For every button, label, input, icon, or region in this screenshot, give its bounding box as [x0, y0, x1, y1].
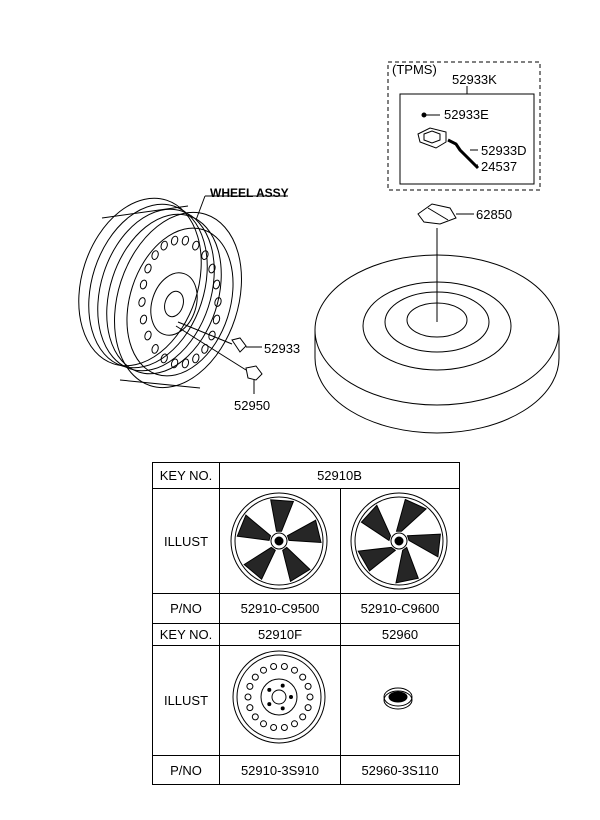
part-number-3s910: 52910-3S910 [240, 762, 320, 778]
steel-wheel-drawing [78, 197, 242, 389]
steel-wheel-3s910-illustration [232, 650, 326, 744]
screw-icon [421, 112, 427, 118]
pno-header-1: P/NO [170, 601, 202, 616]
part-number-c9600: 52910-C9600 [360, 601, 440, 616]
bracket-icon [417, 203, 457, 225]
illust-header-2: ILLUST [163, 693, 209, 708]
key-no-header-1: KEY NO. [159, 468, 213, 483]
part-number-3s110: 52960-3S110 [361, 762, 439, 778]
valve-icon [231, 337, 247, 353]
tpms-box-label: (TPMS) [392, 62, 437, 77]
wheel-assy-leader [195, 195, 206, 221]
part-number-c9500: 52910-C9500 [240, 601, 320, 616]
spare-tire-drawing [314, 228, 560, 434]
part-52950-label: 52950 [234, 398, 271, 413]
emblem-3s110-illustration [383, 687, 413, 710]
alloy-wheel-c9500-illustration [230, 492, 328, 590]
part-52933-label: 52933 [264, 341, 301, 356]
part-52933e-label: 52933E [444, 107, 489, 122]
tpms-group [387, 61, 541, 191]
illust-header-1: ILLUST [163, 533, 209, 549]
parts-table: KEY NO. 52910B ILLUST P/NO 52910-C9500 5… [152, 462, 460, 785]
key-52910f: 52910F [257, 627, 303, 642]
part-52933k-label: 52933K [452, 72, 497, 87]
tpms-sensor-icon [417, 127, 447, 149]
alloy-wheel-c9600-illustration [350, 492, 448, 590]
part-62850-label: 62850 [476, 207, 513, 222]
part-52933d-label: 52933D [481, 143, 527, 158]
wheel-assy-label: WHEEL ASSY [210, 186, 289, 200]
valve-stem-icon [447, 138, 480, 170]
key-52910b: 52910B [317, 468, 362, 483]
wheel-nut-icon [245, 365, 263, 381]
key-52960: 52960 [381, 627, 419, 642]
pno-header-2: P/NO [170, 762, 202, 778]
part-24537-label: 24537 [481, 159, 518, 174]
key-no-header-2: KEY NO. [159, 627, 213, 642]
